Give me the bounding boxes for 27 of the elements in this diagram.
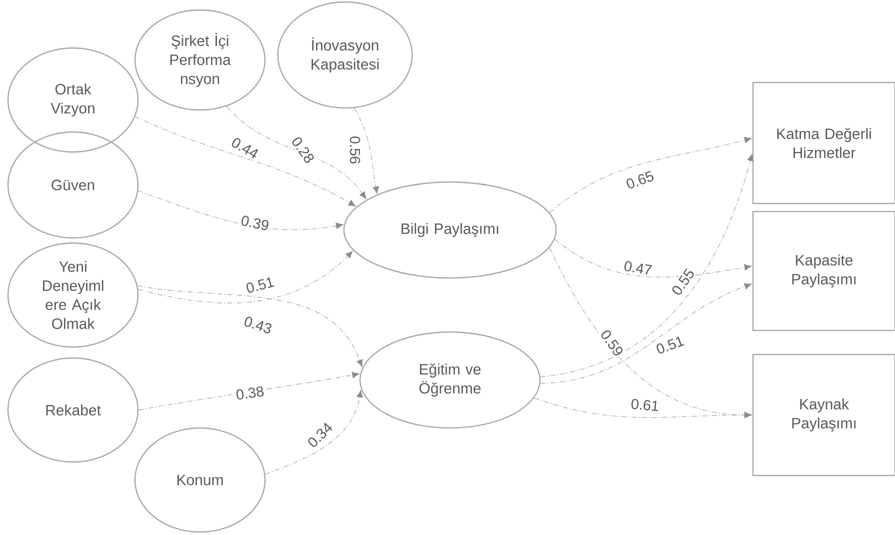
edge-label: 0.34 <box>304 420 336 450</box>
edge-label: 0.44 <box>228 135 262 161</box>
outcome-box: Kaynak Paylaşımı <box>752 354 895 476</box>
arrow <box>138 190 344 230</box>
edge-label: 0.47 <box>622 259 654 277</box>
edge-label: 0.65 <box>624 169 656 191</box>
edge-label: 0.39 <box>238 214 272 232</box>
arrow <box>554 238 752 278</box>
arrow <box>264 390 363 475</box>
arrow <box>138 372 360 410</box>
arrow <box>226 106 366 199</box>
arrow <box>138 251 353 304</box>
arrow <box>134 116 356 206</box>
arrow <box>549 136 752 213</box>
arrow <box>354 108 380 194</box>
arrow <box>540 283 752 384</box>
outcome-box: Kapasite Paylaşımı <box>752 210 895 332</box>
edge-label: 0.61 <box>629 398 661 412</box>
arrow <box>534 398 752 418</box>
edge-label: 0.43 <box>242 314 274 336</box>
arrow <box>137 286 363 367</box>
arrow <box>540 154 754 378</box>
outcome-box: Katma Değerli Hizmetler <box>752 82 895 204</box>
edge-label: 0.51 <box>244 275 276 295</box>
edge-label: 0.38 <box>234 384 266 402</box>
edge-label: 0.56 <box>348 134 362 166</box>
edge-label: 0.51 <box>654 334 686 356</box>
